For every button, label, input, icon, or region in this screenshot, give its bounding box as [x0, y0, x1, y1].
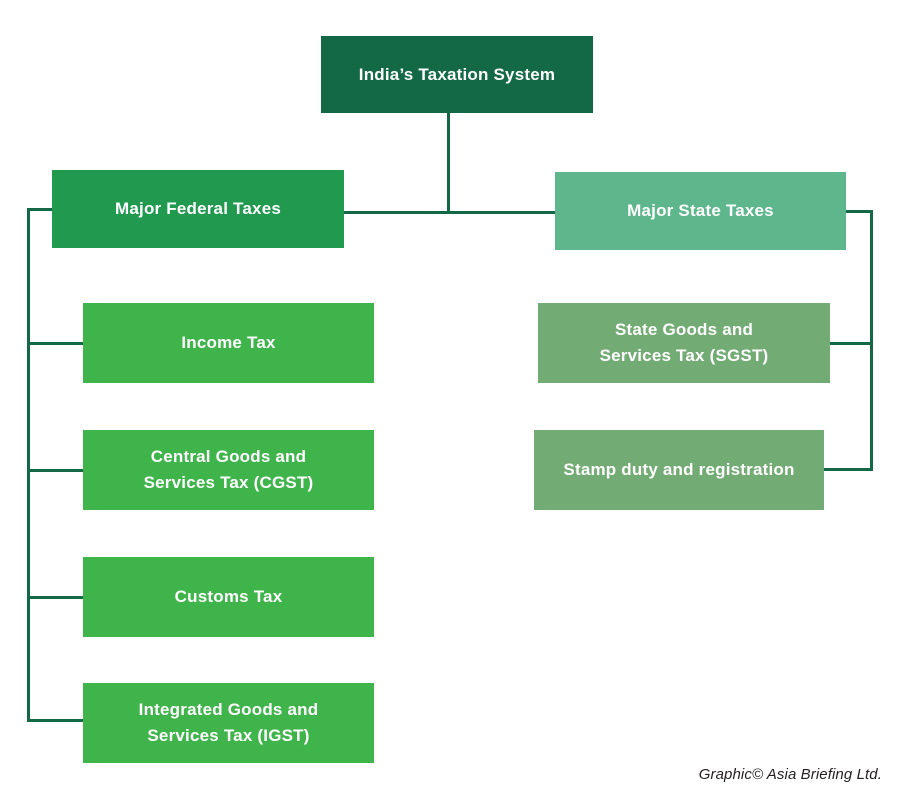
node-label: Customs Tax: [174, 587, 283, 606]
node-label-line2: Services Tax (SGST): [599, 346, 769, 365]
connector-customs-tax: [27, 596, 83, 599]
connector-sgst: [830, 342, 873, 345]
node-igst: Integrated Goods and Services Tax (IGST): [83, 683, 374, 763]
node-customs-tax: Customs Tax: [83, 557, 374, 637]
node-major-federal-taxes: Major Federal Taxes: [52, 170, 344, 248]
connector-root-vertical: [447, 113, 450, 214]
node-sgst: State Goods and Services Tax (SGST): [538, 303, 830, 383]
node-label: Major State Taxes: [627, 201, 774, 220]
node-label-line2: Services Tax (CGST): [143, 473, 314, 492]
connector-igst: [27, 719, 83, 722]
credit-text: Graphic© Asia Briefing Ltd.: [698, 766, 882, 783]
node-label-line1: Central Goods and: [150, 447, 307, 466]
connector-left-trunk: [27, 208, 30, 722]
connector-federal-left: [27, 208, 52, 211]
node-income-tax: Income Tax: [83, 303, 374, 383]
connector-cgst: [27, 469, 83, 472]
connector-state-right: [846, 210, 873, 213]
node-label: India’s Taxation System: [358, 64, 556, 84]
connector-income-tax: [27, 342, 83, 345]
node-label-line1: Integrated Goods and: [138, 700, 319, 719]
connector-stamp-duty: [824, 468, 873, 471]
node-label-line2: Services Tax (IGST): [147, 726, 310, 745]
node-india-taxation-system: India’s Taxation System: [321, 36, 593, 113]
node-major-state-taxes: Major State Taxes: [555, 172, 846, 250]
node-cgst: Central Goods and Services Tax (CGST): [83, 430, 374, 510]
node-label: Stamp duty and registration: [563, 460, 795, 479]
node-label: Income Tax: [181, 333, 276, 352]
node-label: Major Federal Taxes: [115, 199, 281, 218]
connector-right-trunk: [870, 210, 873, 471]
node-stamp-duty-registration: Stamp duty and registration: [534, 430, 824, 510]
node-label-line1: State Goods and: [614, 320, 754, 339]
connector-top-horizontal: [344, 211, 555, 214]
